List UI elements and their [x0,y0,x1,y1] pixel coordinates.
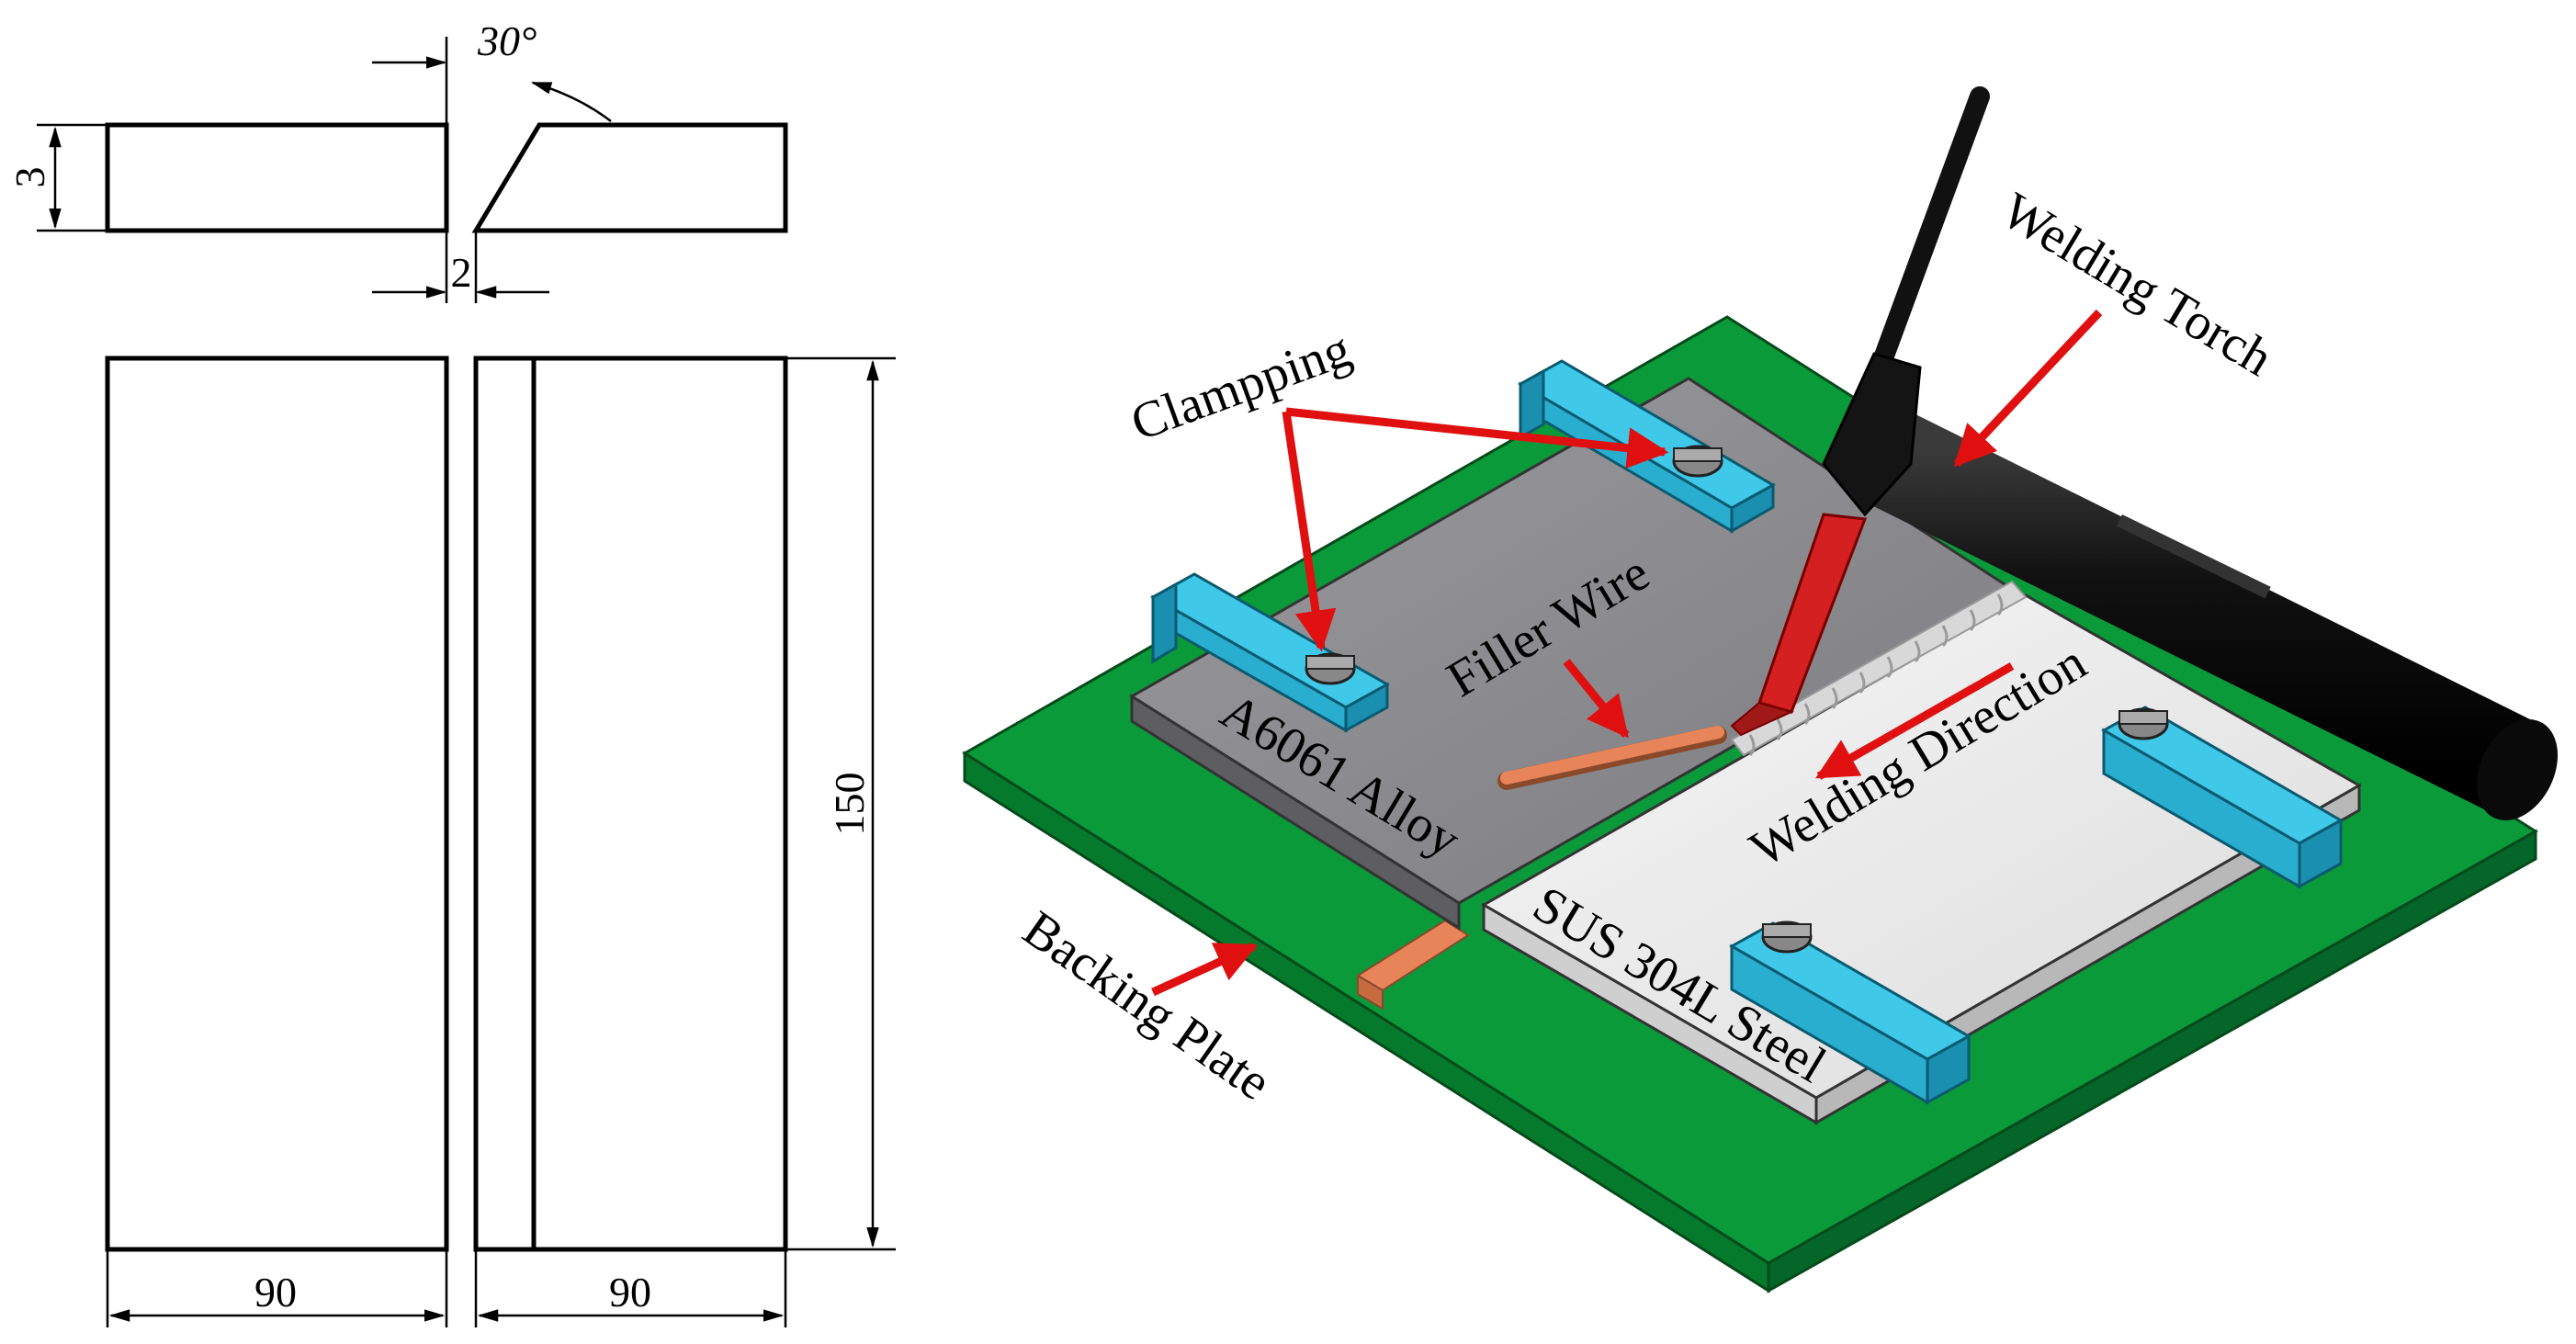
weld-bead-body [1730,580,2028,757]
angle-arc [530,81,612,122]
backing-plate-arrow [1151,942,1259,997]
filler-wire [1497,726,1727,790]
length-label: 150 [826,773,873,836]
width-left-label: 90 [254,1269,297,1316]
clamp-3 [2100,706,2344,889]
welding-torch-arrow [1953,309,2103,468]
engineering-drawing: 3 2 30° 150 [6,17,896,1327]
aluminum-plate-front [1130,694,1461,931]
filler-wire-rod-face [1500,726,1724,785]
side-view-right-plate-bevel [471,122,788,233]
weld-bead [1730,580,2028,757]
clamping-label: Clampping [1124,321,1358,452]
welding-torch-label: Welding Torch [1992,182,2282,388]
clamping-arrow-2 [1282,411,1337,652]
side-view: 3 2 30° [6,17,788,303]
welding-torch [1730,86,2559,821]
top-view-left-plate [105,356,449,1252]
torch-grip-strip [2116,514,2271,599]
thickness-label: 3 [6,167,53,188]
welding-setup-3d: A6061 Alloy SUS 304L Steel Clampping Fil… [962,86,2559,1293]
top-view: 150 90 90 [105,356,896,1327]
clamp-4 [1728,920,1972,1105]
side-view-left-plate [105,122,449,233]
torch-handle-end [2476,718,2559,821]
angle-label: 30° [477,17,537,64]
torch-head [1822,352,1922,517]
callout-arrows [1151,309,2103,997]
filler-wire-arrow [1563,659,1630,739]
clamp-2 [1149,572,1391,733]
clamping-arrow-1 [1285,407,1669,469]
torch-electrode-cap [1873,86,1990,368]
torch-handle [1851,404,2536,813]
torch-nozzle-tip [1730,701,1794,737]
weld-ripples [1748,593,2004,757]
width-right-label: 90 [609,1269,651,1316]
gap-label: 2 [451,249,472,296]
top-view-right-plate [473,356,788,1252]
copper-backing-strip-side [1357,974,1384,1011]
backing-plate-front-right [1767,829,2537,1293]
welding-direction-arrow [1815,662,2015,780]
